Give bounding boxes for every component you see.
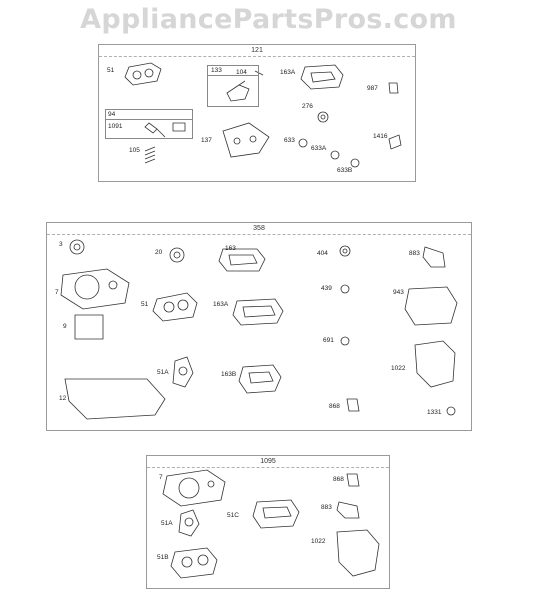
callout-883: 883 xyxy=(409,250,420,257)
kit-number-1095: 1095 xyxy=(147,456,389,468)
callout-51: 51 xyxy=(107,67,115,74)
kit-number-358: 358 xyxy=(47,223,471,235)
callout-439: 439 xyxy=(321,285,332,292)
callout-691: 691 xyxy=(323,337,334,344)
callout-133: 133 xyxy=(211,67,222,74)
callout-633A: 633A xyxy=(311,145,327,152)
callout-1091: 1091 xyxy=(108,123,123,130)
callout-883: 883 xyxy=(321,504,332,511)
callout-633: 633 xyxy=(284,137,295,144)
callout-137: 137 xyxy=(201,137,212,144)
callout-868: 868 xyxy=(329,403,340,410)
callout-105: 105 xyxy=(129,147,140,154)
callout-94: 94 xyxy=(108,111,116,118)
callout-51A: 51A xyxy=(161,520,173,527)
site-watermark: AppliancePartsPros.com xyxy=(80,4,457,35)
kit-121-parts-artwork xyxy=(124,62,402,168)
callout-51B: 51B xyxy=(157,554,169,561)
callout-404: 404 xyxy=(317,250,328,257)
callout-163A: 163A xyxy=(213,301,229,308)
sub-assembly-94-header xyxy=(106,110,192,120)
callout-633B: 633B xyxy=(337,167,353,174)
callout-3: 3 xyxy=(59,241,63,248)
kit-358-parts-artwork xyxy=(60,239,458,420)
callout-104: 104 xyxy=(236,69,247,76)
callout-51C: 51C xyxy=(227,512,239,519)
callout-9: 9 xyxy=(63,323,67,330)
callout-943: 943 xyxy=(393,289,404,296)
callout-163: 163 xyxy=(225,245,236,252)
callout-7: 7 xyxy=(55,289,59,296)
kit-1095-parts-artwork xyxy=(162,469,380,579)
kit-panel-358: 358 xyxy=(46,222,472,431)
callout-987: 987 xyxy=(367,85,378,92)
callout-1416: 1416 xyxy=(373,133,388,140)
callout-20: 20 xyxy=(155,249,163,256)
callout-868: 868 xyxy=(333,476,344,483)
callout-1022: 1022 xyxy=(391,365,406,372)
callout-163B: 163B xyxy=(221,371,237,378)
callout-51A: 51A xyxy=(157,369,169,376)
sub-assembly-133-header xyxy=(208,66,258,76)
kit-number-121: 121 xyxy=(99,45,415,57)
callout-276: 276 xyxy=(302,103,313,110)
callout-1022: 1022 xyxy=(311,538,326,545)
sub-assembly-133 xyxy=(207,65,259,107)
callout-163A: 163A xyxy=(280,69,296,76)
sub-assembly-94 xyxy=(105,109,193,139)
callout-12: 12 xyxy=(59,395,67,402)
kit-panel-1095: 1095 7 868 883 51C 51A 1022 51B xyxy=(146,455,390,589)
callout-1331: 1331 xyxy=(427,409,442,416)
callout-7: 7 xyxy=(159,474,163,481)
callout-51: 51 xyxy=(141,301,149,308)
kit-panel-121: 121 51 133 104 163A 9 xyxy=(98,44,416,182)
